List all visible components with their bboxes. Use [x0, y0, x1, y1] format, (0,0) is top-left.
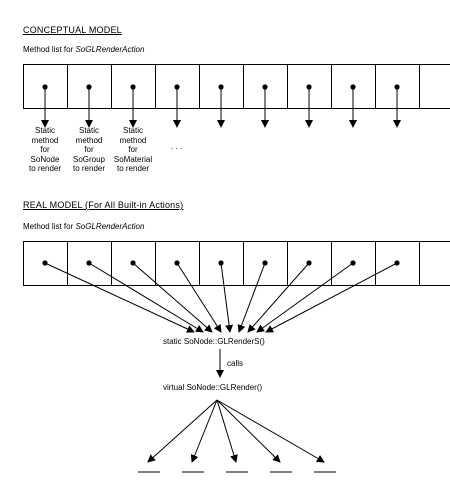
- conceptual-ellipsis: . . .: [171, 142, 183, 151]
- caption-prefix: Method list for: [23, 45, 76, 54]
- real-model-heading: REAL MODEL (For All Built-in Actions): [23, 200, 184, 210]
- virtual-method-label: virtual SoNode::GLRender(): [163, 383, 263, 392]
- fanout-arrow: [147, 399, 218, 463]
- caption-action: SoGLRenderAction: [75, 222, 145, 231]
- fanout-arrow: [216, 399, 325, 463]
- caption-prefix: Method list for: [23, 222, 76, 231]
- pointer-arrow: [44, 262, 195, 333]
- static-method-label: static SoNode::GLRenderS(): [163, 337, 265, 346]
- method-list-cell: [419, 64, 450, 109]
- pointer-arrow: [176, 262, 222, 333]
- calls-label: calls: [227, 359, 244, 368]
- real-method-list-caption: Method list for SoGLRenderAction: [23, 222, 144, 231]
- fanout-arrow: [216, 399, 281, 463]
- fanout-arrow: [216, 399, 238, 463]
- fanout-arrow: [190, 399, 218, 463]
- pointer-arrow: [265, 262, 398, 333]
- method-list-cell: [419, 241, 450, 286]
- conceptual-method-list-caption: Method list for SoGLRenderAction: [23, 45, 144, 54]
- pointer-arrow: [220, 262, 234, 333]
- caption-action: SoGLRenderAction: [75, 45, 145, 54]
- pointer-arrow: [88, 262, 204, 333]
- pointer-arrow: [247, 262, 310, 333]
- conceptual-model-heading: CONCEPTUAL MODEL: [23, 25, 122, 35]
- pointer-arrow: [237, 262, 266, 333]
- pointer-arrow: [256, 262, 354, 333]
- pointer-arrow: [132, 262, 213, 333]
